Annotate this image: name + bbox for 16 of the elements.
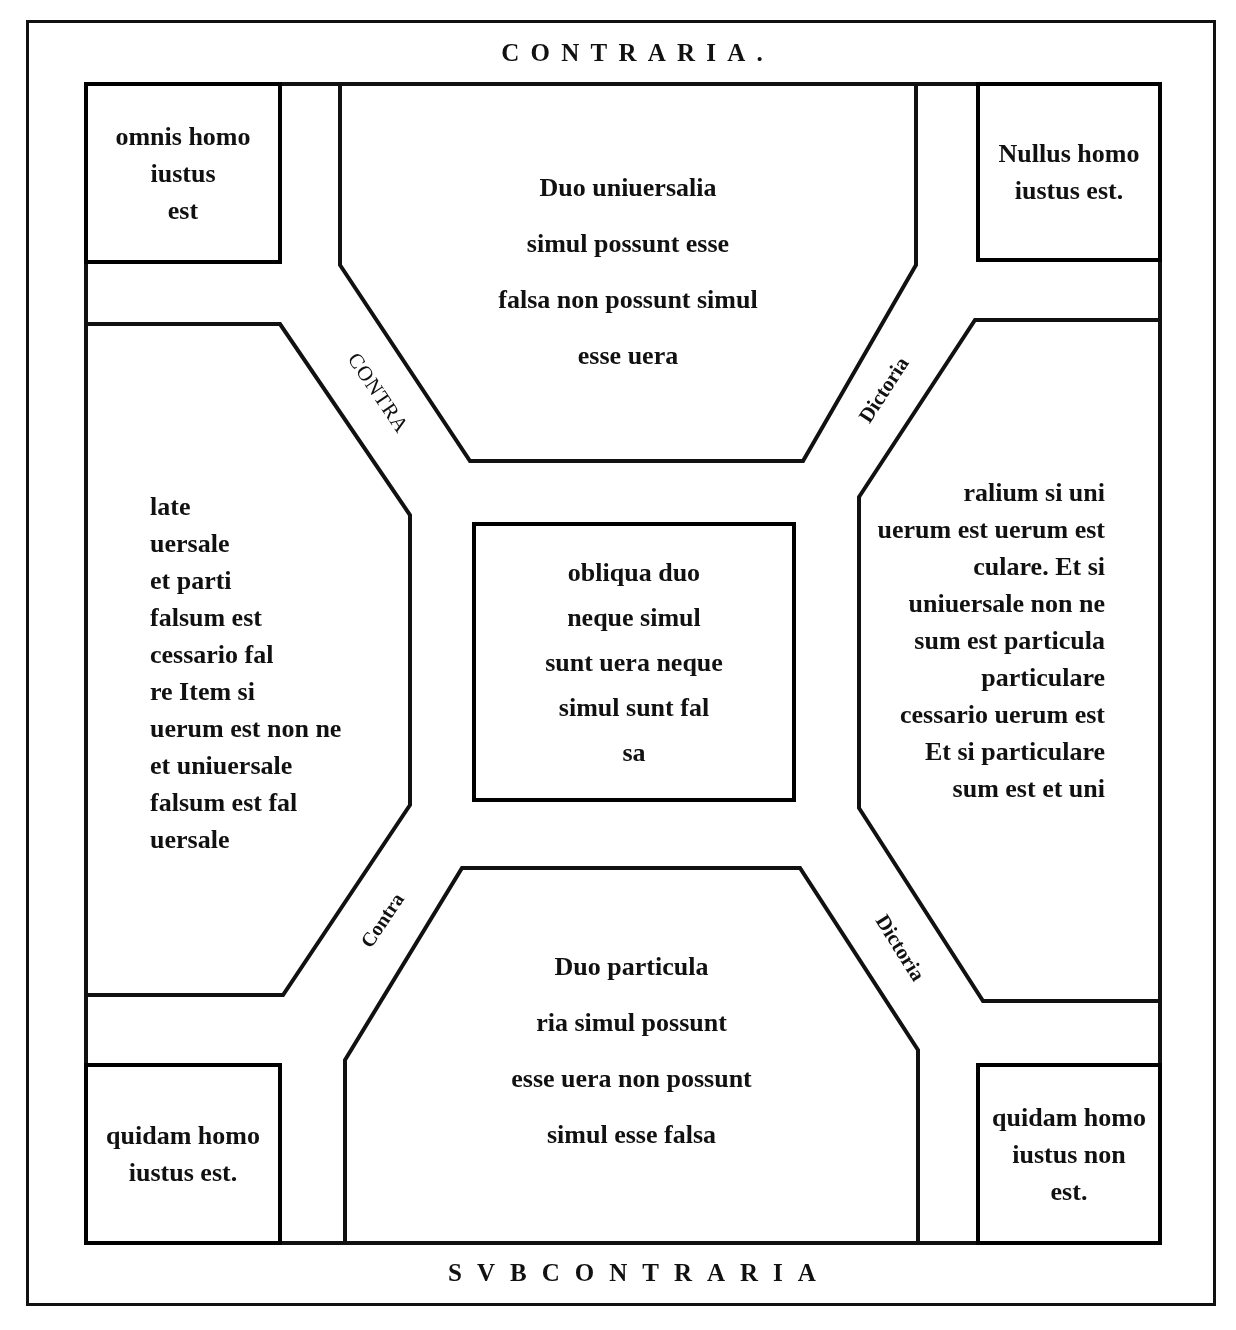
side-label: CONTRARIA. [500,39,775,65]
panel-text: quidam homo iustus est. [106,1120,260,1189]
corner-box [976,1063,1162,1245]
panel-text: Nullus homo iustus est. [998,138,1140,207]
panel-text: ralium si uni uerum est uerum est culare. Et si uniuersale non ne sum est particula particulare cessario uerum est Et si particulare sum est et uni [877,477,1105,805]
panel-text: late uersale et parti falsum est cessario fal re Item si uerum est non ne et uniuersale falsum est fal uersale [150,491,342,856]
side-label: SVBCONTRARIA [447,1259,831,1285]
center-box [472,522,796,802]
corner-box [976,82,1162,262]
panel-text: obliqua duo neque simul sunt uera neque simul sunt fal sa [545,556,723,769]
panel-text: Duo particula ria simul possunt esse uera non possunt simul esse falsa [511,951,752,1151]
corner-box [84,1063,282,1245]
panel-text: omnis homo iustus est [115,120,251,227]
corner-box [84,82,282,264]
panel-text: quidam homo iustus non est. [992,1101,1146,1208]
panel-text: Duo uniuersalia simul possunt esse falsa non possunt simul esse uera [498,172,758,372]
